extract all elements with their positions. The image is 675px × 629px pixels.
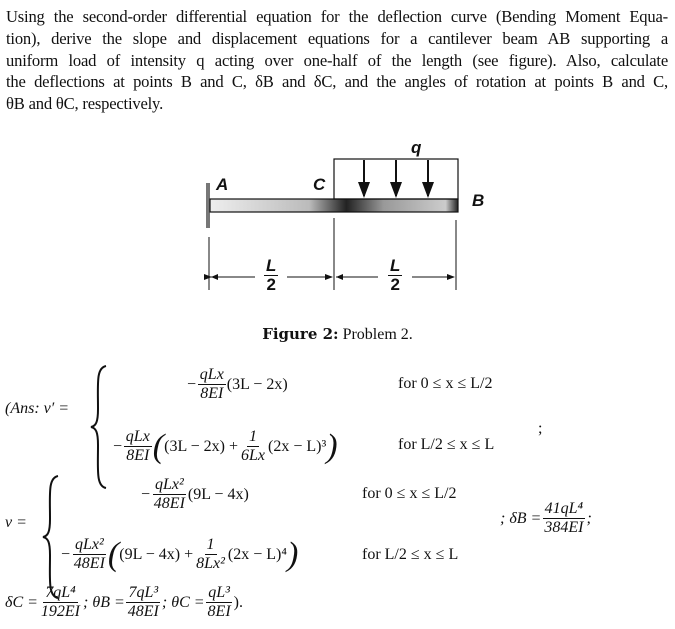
problem-line: the deflections at points B and C, δB an… (6, 72, 668, 92)
load-arrows (358, 160, 434, 198)
deflection-condition-1: for 0 ≤ x ≤ L/2 (362, 485, 457, 502)
problem-statement: Using the second-order differential equa… (6, 6, 668, 115)
problem-line: tion), derive the slope and displacement… (6, 28, 668, 48)
fixed-wall (206, 183, 210, 228)
label-b: B (472, 191, 485, 210)
deflection-lhs: v = (5, 514, 27, 531)
deflection-brace (42, 475, 59, 599)
problem-line: θB and θC, respectively. (6, 94, 164, 114)
label-c: C (313, 175, 326, 194)
slope-separator: ; (538, 420, 543, 437)
figure-caption: Figure 2: Problem 2. (0, 325, 675, 344)
slope-lhs: (Ans: v′ = (5, 400, 70, 417)
beam (209, 198, 459, 213)
deflection-condition-2: for L/2 ≤ x ≤ L (362, 546, 459, 563)
slope-brace (90, 365, 107, 489)
problem-line: Using the second-order differential equa… (6, 7, 668, 26)
slope-condition-1: for 0 ≤ x ≤ L/2 (398, 375, 493, 392)
label-a: A (216, 175, 229, 194)
caption-label: Figure 2: (262, 325, 339, 343)
label-q: q (411, 138, 422, 157)
beam-figure (204, 158, 459, 290)
slope-condition-2: for L/2 ≤ x ≤ L (398, 436, 495, 453)
problem-line: uniform load of intensity q acting over … (6, 50, 668, 70)
caption-text: Problem 2. (342, 326, 413, 343)
dimension-lines (204, 218, 457, 290)
distributed-load-box (333, 158, 459, 200)
